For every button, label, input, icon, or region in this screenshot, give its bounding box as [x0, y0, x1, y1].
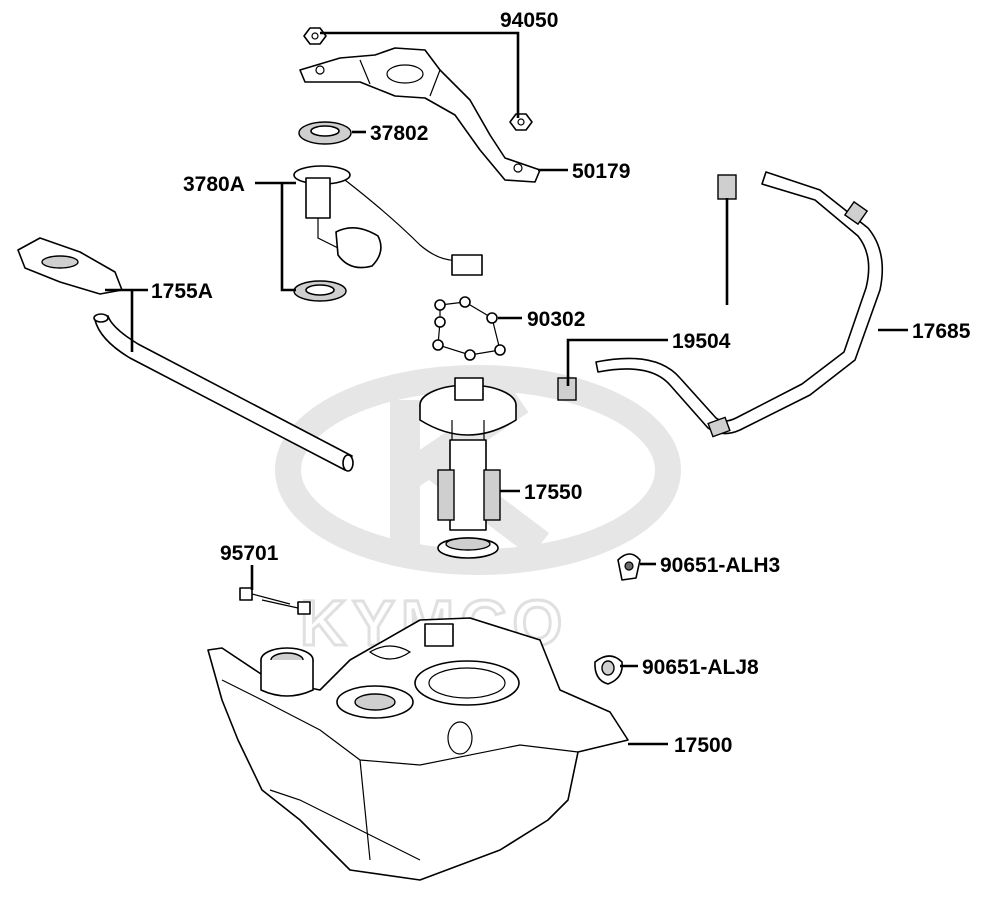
callout-3780A: 3780A	[183, 173, 245, 196]
callout-19504: 19504	[672, 330, 731, 353]
callout-90302: 90302	[527, 308, 585, 331]
callout-37802: 37802	[370, 122, 428, 145]
callout-94050: 94050	[500, 9, 558, 32]
fuel-hose-17685	[557, 171, 884, 438]
callout-17550: 17550	[524, 481, 582, 504]
callout-50179: 50179	[572, 160, 630, 183]
callout-labels: 94050 37802 50179 3780A 1755A 90302 1950…	[151, 9, 971, 757]
nut-94050	[303, 27, 533, 131]
callout-1755A: 1755A	[151, 280, 213, 303]
callout-17500: 17500	[674, 734, 732, 757]
bolts-95701	[239, 587, 311, 615]
clamp-90651-ALH3	[617, 553, 641, 581]
callout-17685: 17685	[912, 320, 971, 343]
fuel-pump-assembly-17550	[419, 377, 517, 559]
leader-lines	[105, 31, 908, 746]
callout-90651-ALH3: 90651-ALH3	[660, 554, 780, 577]
callout-95701: 95701	[220, 542, 279, 565]
callout-90651-ALJ8: 90651-ALJ8	[642, 656, 759, 679]
lock-ring-37802	[298, 121, 352, 145]
screws-90302	[432, 296, 506, 361]
fuel-tank-17500	[207, 617, 629, 881]
clamp-90651-ALJ8	[594, 655, 624, 685]
bracket-50179	[299, 47, 541, 183]
fuel-level-sender-3780A	[293, 165, 483, 302]
breather-tube-1755A	[17, 237, 354, 472]
